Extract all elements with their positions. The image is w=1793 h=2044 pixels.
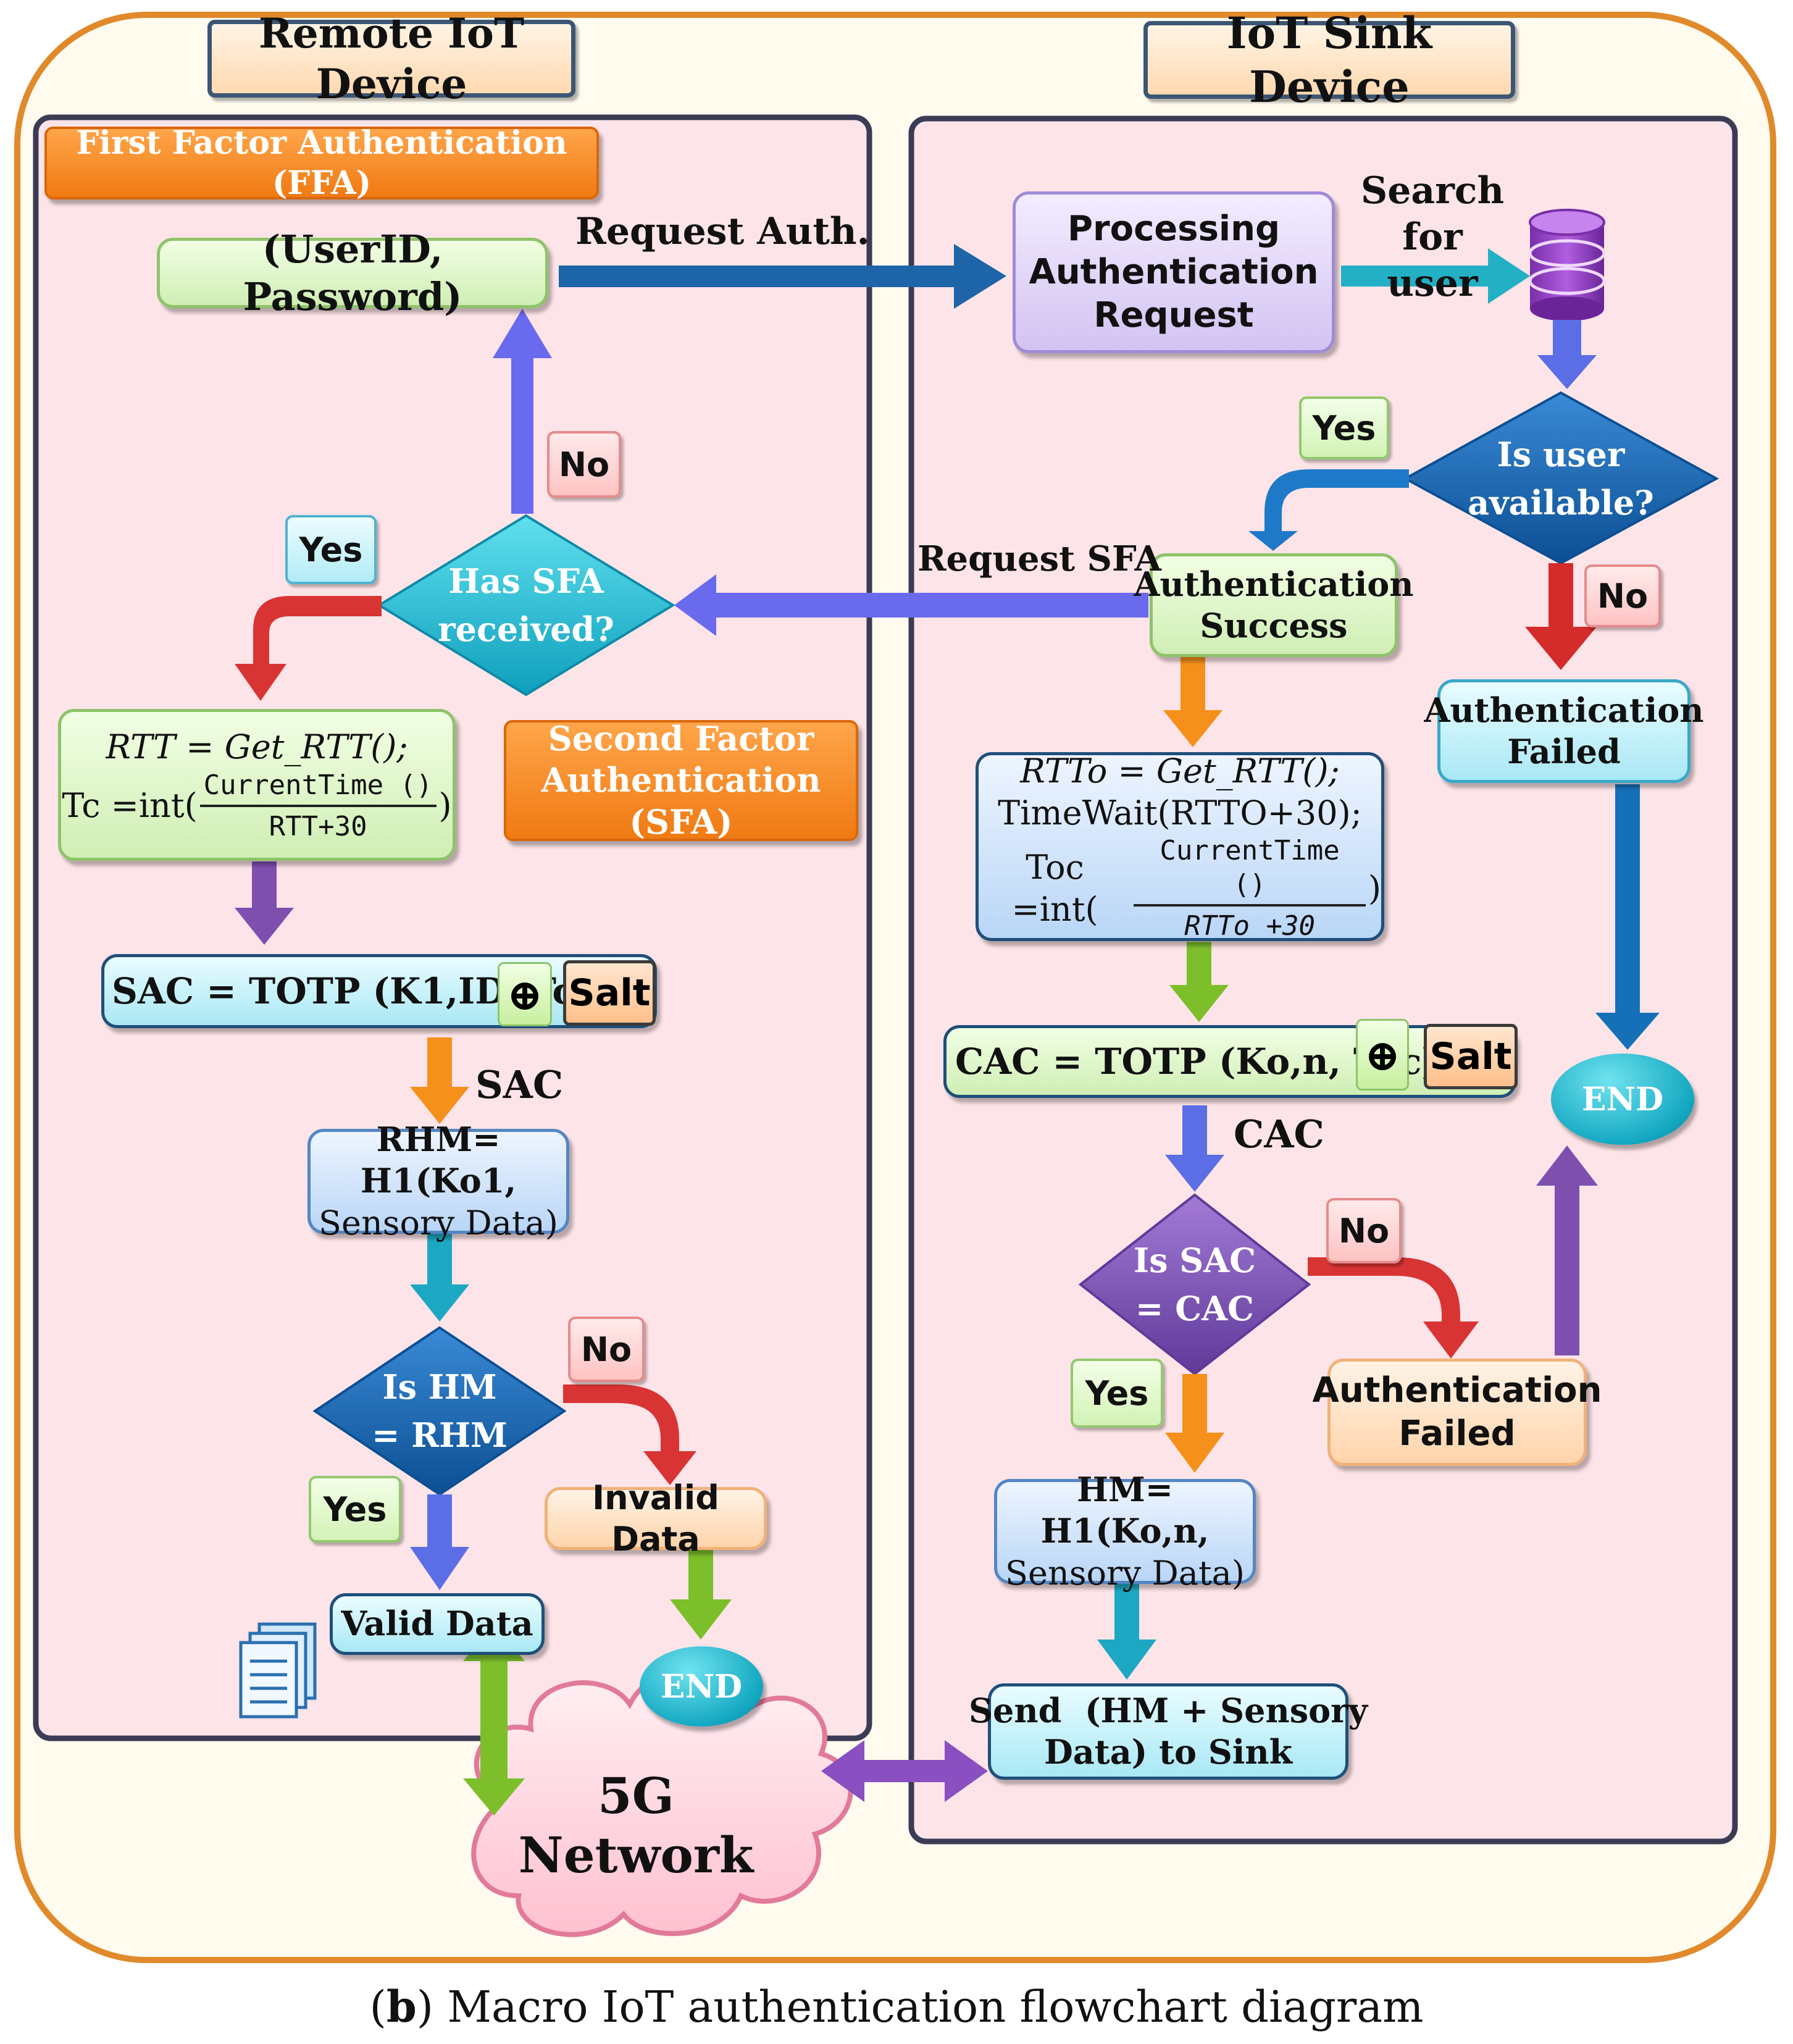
cac-salt-box: Salt xyxy=(1424,1024,1518,1089)
toc-fraction: CurrentTime () RTTo +30 xyxy=(1134,834,1366,943)
right-panel-title: IoT Sink Device xyxy=(1143,7,1515,112)
sfa-banner-line-2: Authentication (SFA) xyxy=(541,760,821,842)
yes-sac-badge: Yes xyxy=(1071,1359,1163,1428)
has-sfa-line-2: received? xyxy=(438,609,614,649)
no-sac-badge: No xyxy=(1326,1198,1402,1263)
network-line-1: 5G xyxy=(598,1767,674,1825)
no-sfa-badge: No xyxy=(547,431,621,498)
auth-failed-sac-line-1: Authentication xyxy=(1312,1370,1602,1410)
send-box: Send (HM + Sensory Data) to Sink xyxy=(969,1683,1368,1780)
is-hm-line-2: = RHM xyxy=(372,1415,508,1455)
send-line-1: Send (HM + Sensory xyxy=(968,1690,1368,1730)
auth-failed-line-1: Authentication xyxy=(1424,690,1704,730)
network-label: 5G Network xyxy=(506,1766,766,1885)
no-hm-badge: No xyxy=(568,1317,645,1382)
auth-failed-sac-line-2: Failed xyxy=(1398,1414,1516,1454)
tc-fraction: CurrentTime () RTT+30 xyxy=(199,768,437,844)
is-user-available-line-2: available? xyxy=(1468,483,1654,522)
is-sac-line-1: Is SAC xyxy=(1133,1240,1256,1280)
request-auth-label: Request Auth. xyxy=(575,210,870,253)
credentials-box: (UserID, Password) xyxy=(157,227,548,319)
auth-success-line-1: Authentication xyxy=(1134,564,1414,604)
auth-failed-box: Authentication Failed xyxy=(1424,679,1704,783)
tc-denominator: RTT+30 xyxy=(269,810,367,842)
valid-data-box: Valid Data xyxy=(330,1593,545,1655)
sfa-banner-line-1: Second Factor xyxy=(548,718,814,758)
toc-numerator: CurrentTime () xyxy=(1134,834,1366,907)
request-sfa-label: Request SFA xyxy=(917,538,1161,579)
timewait-line: TimeWait(RTTO+30); xyxy=(998,793,1362,832)
no-user-badge: No xyxy=(1584,564,1661,627)
tc-formula: Tc =int( CurrentTime () RTT+30 ) xyxy=(62,768,451,844)
toc-suffix: ) xyxy=(1368,868,1381,908)
toc-denominator: RTTo +30 xyxy=(1184,910,1315,942)
rhm-line-2: Sensory Data) xyxy=(319,1203,558,1242)
tc-prefix: Tc =int( xyxy=(62,786,198,825)
processing-line-1: Processing xyxy=(1067,209,1281,249)
yes-sfa-badge: Yes xyxy=(285,515,377,584)
figure-caption: (b) Macro IoT authentication flowchart d… xyxy=(0,1981,1793,2032)
caption-letter: b xyxy=(386,1981,417,2032)
sfa-banner: Second Factor Authentication (SFA) xyxy=(504,718,858,842)
auth-success-box: Authentication Success xyxy=(1134,553,1414,657)
search-user-line-2: user xyxy=(1387,262,1478,305)
yes-user-badge: Yes xyxy=(1299,396,1389,459)
auth-failed-sac-box: Authentication Failed xyxy=(1313,1359,1602,1466)
has-sfa-text: Has SFA received? xyxy=(408,556,645,655)
send-line-2: Data) to Sink xyxy=(1043,1732,1293,1772)
database-icon xyxy=(1528,209,1606,321)
yes-hm-badge: Yes xyxy=(309,1476,401,1543)
auth-failed-line-2: Failed xyxy=(1507,732,1621,771)
rtto-line: RTTo = Get_RTT(); xyxy=(1020,752,1340,790)
sac-xor-symbol: ⊕ xyxy=(498,962,552,1026)
toc-formula: Toc =int( CurrentTime () RTTo +30 ) xyxy=(979,834,1381,943)
tc-suffix: ) xyxy=(438,786,452,825)
sac-salt-box: Salt xyxy=(563,960,656,1026)
has-sfa-line-1: Has SFA xyxy=(448,561,604,601)
left-panel-title-text: Remote IoT Device xyxy=(258,9,525,109)
end-right: END xyxy=(1551,1053,1694,1145)
search-user-label: Search for user xyxy=(1334,168,1531,307)
is-hm-line-1: Is HM xyxy=(382,1367,497,1407)
is-sac-text: Is SAC = CAC xyxy=(1105,1235,1284,1334)
processing-request-box: Processing Authentication Request xyxy=(1013,191,1335,353)
tc-numerator: CurrentTime () xyxy=(199,768,437,807)
rtto-toc-box: RTTo = Get_RTT(); TimeWait(RTTO+30); Toc… xyxy=(976,752,1384,943)
auth-success-line-2: Success xyxy=(1200,606,1348,645)
is-hm-text: Is HM = RHM xyxy=(346,1365,533,1457)
hm-box: HM= H1(Ko,n, Sensory Data) xyxy=(994,1470,1256,1593)
network-line-2: Network xyxy=(518,1826,754,1884)
processing-line-2: Authentication xyxy=(1029,252,1319,292)
invalid-data-box: Invalid Data xyxy=(545,1478,767,1559)
hm-line-1: HM= H1(Ko,n, xyxy=(1040,1469,1210,1551)
end-left: END xyxy=(640,1646,763,1727)
cac-xor-symbol: ⊕ xyxy=(1356,1019,1409,1091)
hm-line-2: Sensory Data) xyxy=(1005,1553,1245,1593)
has-sfa-diamond xyxy=(377,514,675,697)
is-user-available-line-1: Is user xyxy=(1497,434,1625,474)
is-user-available-text: Is user available? xyxy=(1420,426,1702,531)
caption-text: ) Macro IoT authentication flowchart dia… xyxy=(416,1982,1424,2032)
right-panel-title-text: IoT Sink Device xyxy=(1226,7,1432,113)
search-user-line-1: Search for xyxy=(1360,169,1505,259)
credentials-text: (UserID, Password) xyxy=(243,226,462,320)
caption-prefix: ( xyxy=(369,1982,387,2032)
toc-prefix: Toc =int( xyxy=(1011,848,1098,929)
rhm-line-1: RHM= H1(Ko1, xyxy=(360,1119,517,1201)
ffa-banner-text: First Factor Authentication (FFA) xyxy=(76,124,567,202)
rhm-box: RHM= H1(Ko1, Sensory Data) xyxy=(307,1120,569,1242)
processing-line-3: Request xyxy=(1093,295,1254,335)
documents-icon xyxy=(239,1622,317,1719)
is-sac-line-2: = CAC xyxy=(1135,1289,1254,1328)
ffa-banner: First Factor Authentication (FFA) xyxy=(44,124,599,202)
left-panel-title: Remote IoT Device xyxy=(207,9,575,108)
rtt-line: RTT = Get_RTT(); xyxy=(106,727,408,767)
left-panel xyxy=(33,114,872,1741)
rtt-tc-box: RTT = Get_RTT(); Tc =int( CurrentTime ()… xyxy=(58,709,456,861)
cac-label: CAC xyxy=(1234,1112,1324,1157)
sac-label: SAC xyxy=(475,1062,564,1107)
